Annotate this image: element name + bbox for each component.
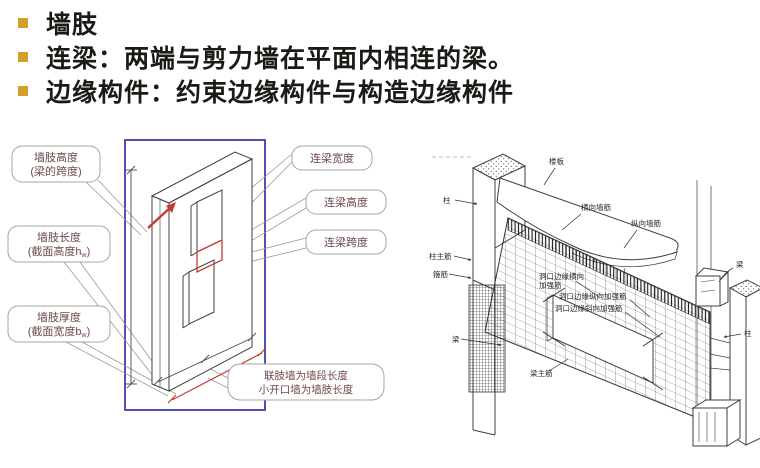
pier-height-dimension	[125, 165, 137, 389]
bullet-text-wall-pier: 墙肢	[46, 12, 99, 39]
callout-beam-height	[305, 189, 387, 215]
slab-label: 楼板	[549, 156, 564, 166]
opening-edge-diagonal-label: 洞口边缘斜向加强筋	[555, 303, 623, 313]
wall-rebar-mesh	[484, 217, 711, 424]
callout-pier-height	[11, 145, 101, 183]
bullet-item-coupling-beam: 连梁：两端与剪力墙在平面内相连的梁。	[0, 40, 740, 74]
bullet-text-coupling-beam: 连梁：两端与剪力墙在平面内相连的梁。	[46, 46, 515, 73]
red-arrow	[147, 202, 176, 229]
opening-edge-horizontal-label-1: 洞口边缘横向	[539, 271, 584, 281]
callout-beam-span	[305, 229, 387, 255]
bottom-beam-box	[691, 399, 742, 447]
bullet-list: 墙肢 连梁：两端与剪力墙在平面内相连的梁。 边缘构件：约束边缘构件与构造边缘构件	[0, 6, 740, 108]
column-rebar-cage	[468, 284, 506, 393]
beam-width-label: 连梁宽度	[310, 151, 354, 165]
callout-pier-thickness	[7, 305, 111, 343]
opening-reinforcement-diagram: 楼板 柱 横向墙筋 纵向墙筋 柱主筋 箍筋 洞口边缘横向 加强筋 洞口边缘纵向加…	[429, 153, 760, 447]
callout-pier-length	[7, 225, 111, 263]
wall-3d-sketch	[150, 151, 254, 392]
beam-left-label: 梁	[452, 335, 460, 344]
column-right-label: 柱	[744, 328, 752, 338]
opening-edge-horizontal-label-2: 加强筋	[539, 280, 562, 290]
column-main-rebar-label: 柱主筋	[429, 251, 452, 261]
beam-stub-box	[694, 267, 730, 307]
vertical-wall-rebar-label: 纵向墙筋	[631, 218, 661, 228]
bottom-dimensions	[153, 332, 267, 404]
bullet-item-wall-pier: 墙肢	[0, 6, 740, 40]
pier-height-sublabel: (梁的跨度)	[30, 164, 81, 178]
opening-edge-vertical-label: 洞口边缘纵向加强筋	[559, 291, 627, 301]
coupling-beam-highlight	[196, 238, 223, 274]
callout-segment-note	[227, 363, 385, 401]
label-leaders	[448, 167, 742, 372]
bullet-square-icon	[18, 86, 28, 96]
pier-height-label: 墙肢高度	[34, 150, 78, 164]
segment-note-line1: 联肢墙为墙段长度	[264, 369, 348, 382]
lower-opening	[182, 259, 215, 329]
callout-beam-width	[291, 145, 373, 171]
horizontal-rebar-band	[507, 217, 711, 325]
diagonal-bars	[542, 287, 664, 391]
bullet-square-icon	[18, 52, 28, 62]
segment-note-line2: 小开口墙为墙肢长度	[259, 383, 354, 396]
diagram-frame	[124, 139, 266, 411]
pier-length-sublabel: (截面高度hw)	[28, 244, 91, 259]
stirrups-label: 箍筋	[433, 269, 448, 279]
bullet-square-icon	[18, 18, 28, 28]
beam-span-label: 连梁跨度	[324, 235, 368, 249]
beam-height-label: 连梁高度	[324, 195, 368, 209]
beam-right-label: 梁	[736, 260, 744, 269]
pier-length-label: 墙肢长度	[37, 230, 81, 244]
column-left-label: 柱	[443, 195, 451, 205]
pier-thickness-label: 墙肢厚度	[37, 310, 81, 324]
beam-connection-lines	[709, 337, 731, 371]
bullet-item-boundary-element: 边缘构件：约束边缘构件与构造边缘构件	[0, 74, 740, 108]
horizontal-wall-rebar-label: 横向墙筋	[581, 202, 611, 212]
bullet-text-boundary-element: 边缘构件：约束边缘构件与构造边缘构件	[46, 80, 515, 107]
wall-dimension-diagram: 墙肢高度 (梁的跨度) 墙肢长度 (截面高度hw) 墙肢厚度 (截面宽度bw) …	[7, 139, 387, 411]
pier-thickness-sublabel: (截面宽度bw)	[28, 324, 91, 339]
segment-length-red-dimension	[167, 347, 267, 404]
beam-main-rebar-label: 梁主筋	[530, 368, 553, 378]
